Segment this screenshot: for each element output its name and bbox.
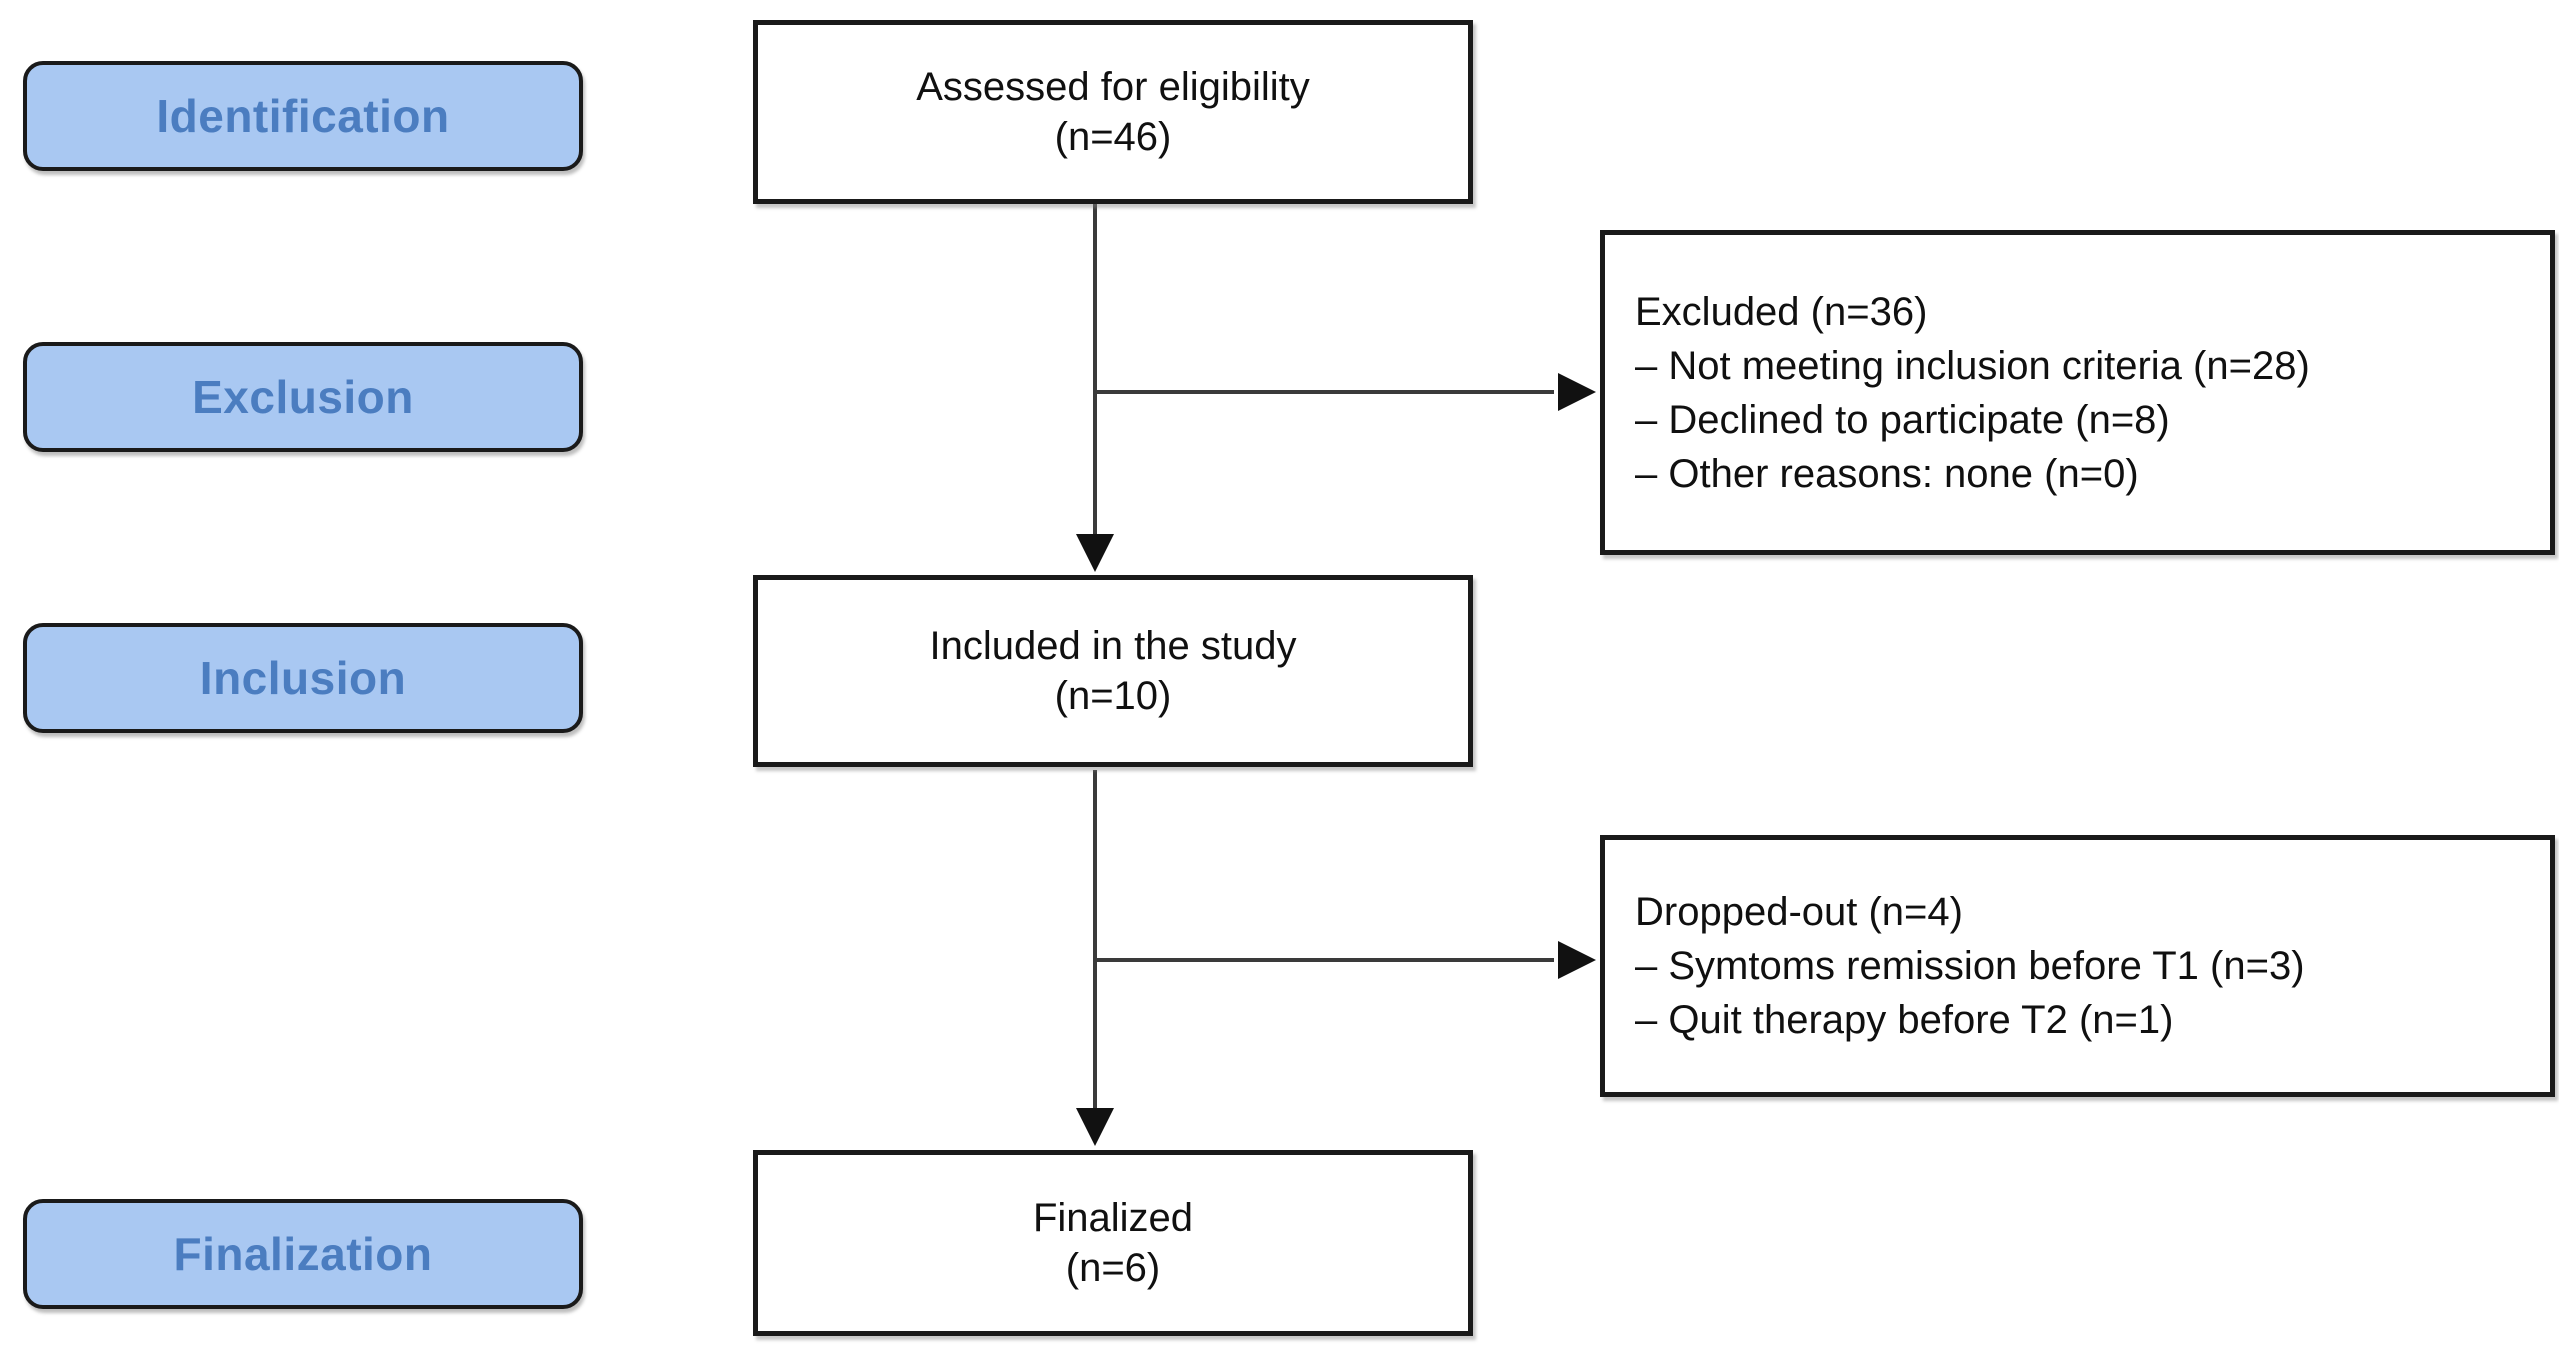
flow-box-assessed-title: Assessed for eligibility xyxy=(916,65,1310,109)
side-box-dropped-out-item: – Quit therapy before T2 (n=1) xyxy=(1635,998,2174,1042)
side-box-dropped-out-title: Dropped-out (n=4) xyxy=(1635,890,1963,934)
stage-label-inclusion: Inclusion xyxy=(199,652,407,704)
stage-label-identification: Identification xyxy=(156,90,450,142)
side-box-excluded-item: – Not meeting inclusion criteria (n=28) xyxy=(1635,343,2310,388)
arrowhead-down-finalized-icon xyxy=(1076,1108,1114,1146)
flow-box-included-title: Included in the study xyxy=(929,624,1297,668)
flow-box-assessed: Assessed for eligibility (n=46) xyxy=(753,20,1473,204)
flow-box-finalized-count: (n=6) xyxy=(1065,1246,1161,1290)
flow-box-finalized-title: Finalized xyxy=(1032,1196,1194,1240)
flow-box-included: Included in the study (n=10) xyxy=(753,575,1473,767)
stage-box-finalization: Finalization xyxy=(23,1199,583,1309)
stage-label-finalization: Finalization xyxy=(173,1228,433,1280)
flow-box-assessed-count: (n=46) xyxy=(1054,115,1172,159)
stage-label-exclusion: Exclusion xyxy=(192,371,414,423)
side-box-excluded-item: – Declined to participate (n=8) xyxy=(1635,397,2170,442)
arrowhead-down-included-icon xyxy=(1076,534,1114,572)
side-box-excluded-title: Excluded (n=36) xyxy=(1635,289,1928,334)
stage-box-inclusion: Inclusion xyxy=(23,623,583,733)
flow-box-finalized: Finalized (n=6) xyxy=(753,1150,1473,1336)
side-box-excluded-item: – Other reasons: none (n=0) xyxy=(1635,451,2139,496)
side-box-excluded: Excluded (n=36) – Not meeting inclusion … xyxy=(1600,230,2555,555)
flow-box-included-count: (n=10) xyxy=(1054,674,1172,718)
stage-box-identification: Identification xyxy=(23,61,583,171)
arrowhead-right-dropped-out-icon xyxy=(1558,941,1596,979)
arrowhead-right-excluded-icon xyxy=(1558,373,1596,411)
side-box-dropped-out-item: – Symtoms remission before T1 (n=3) xyxy=(1635,944,2305,988)
stage-box-exclusion: Exclusion xyxy=(23,342,583,452)
side-box-dropped-out: Dropped-out (n=4) – Symtoms remission be… xyxy=(1600,835,2555,1097)
